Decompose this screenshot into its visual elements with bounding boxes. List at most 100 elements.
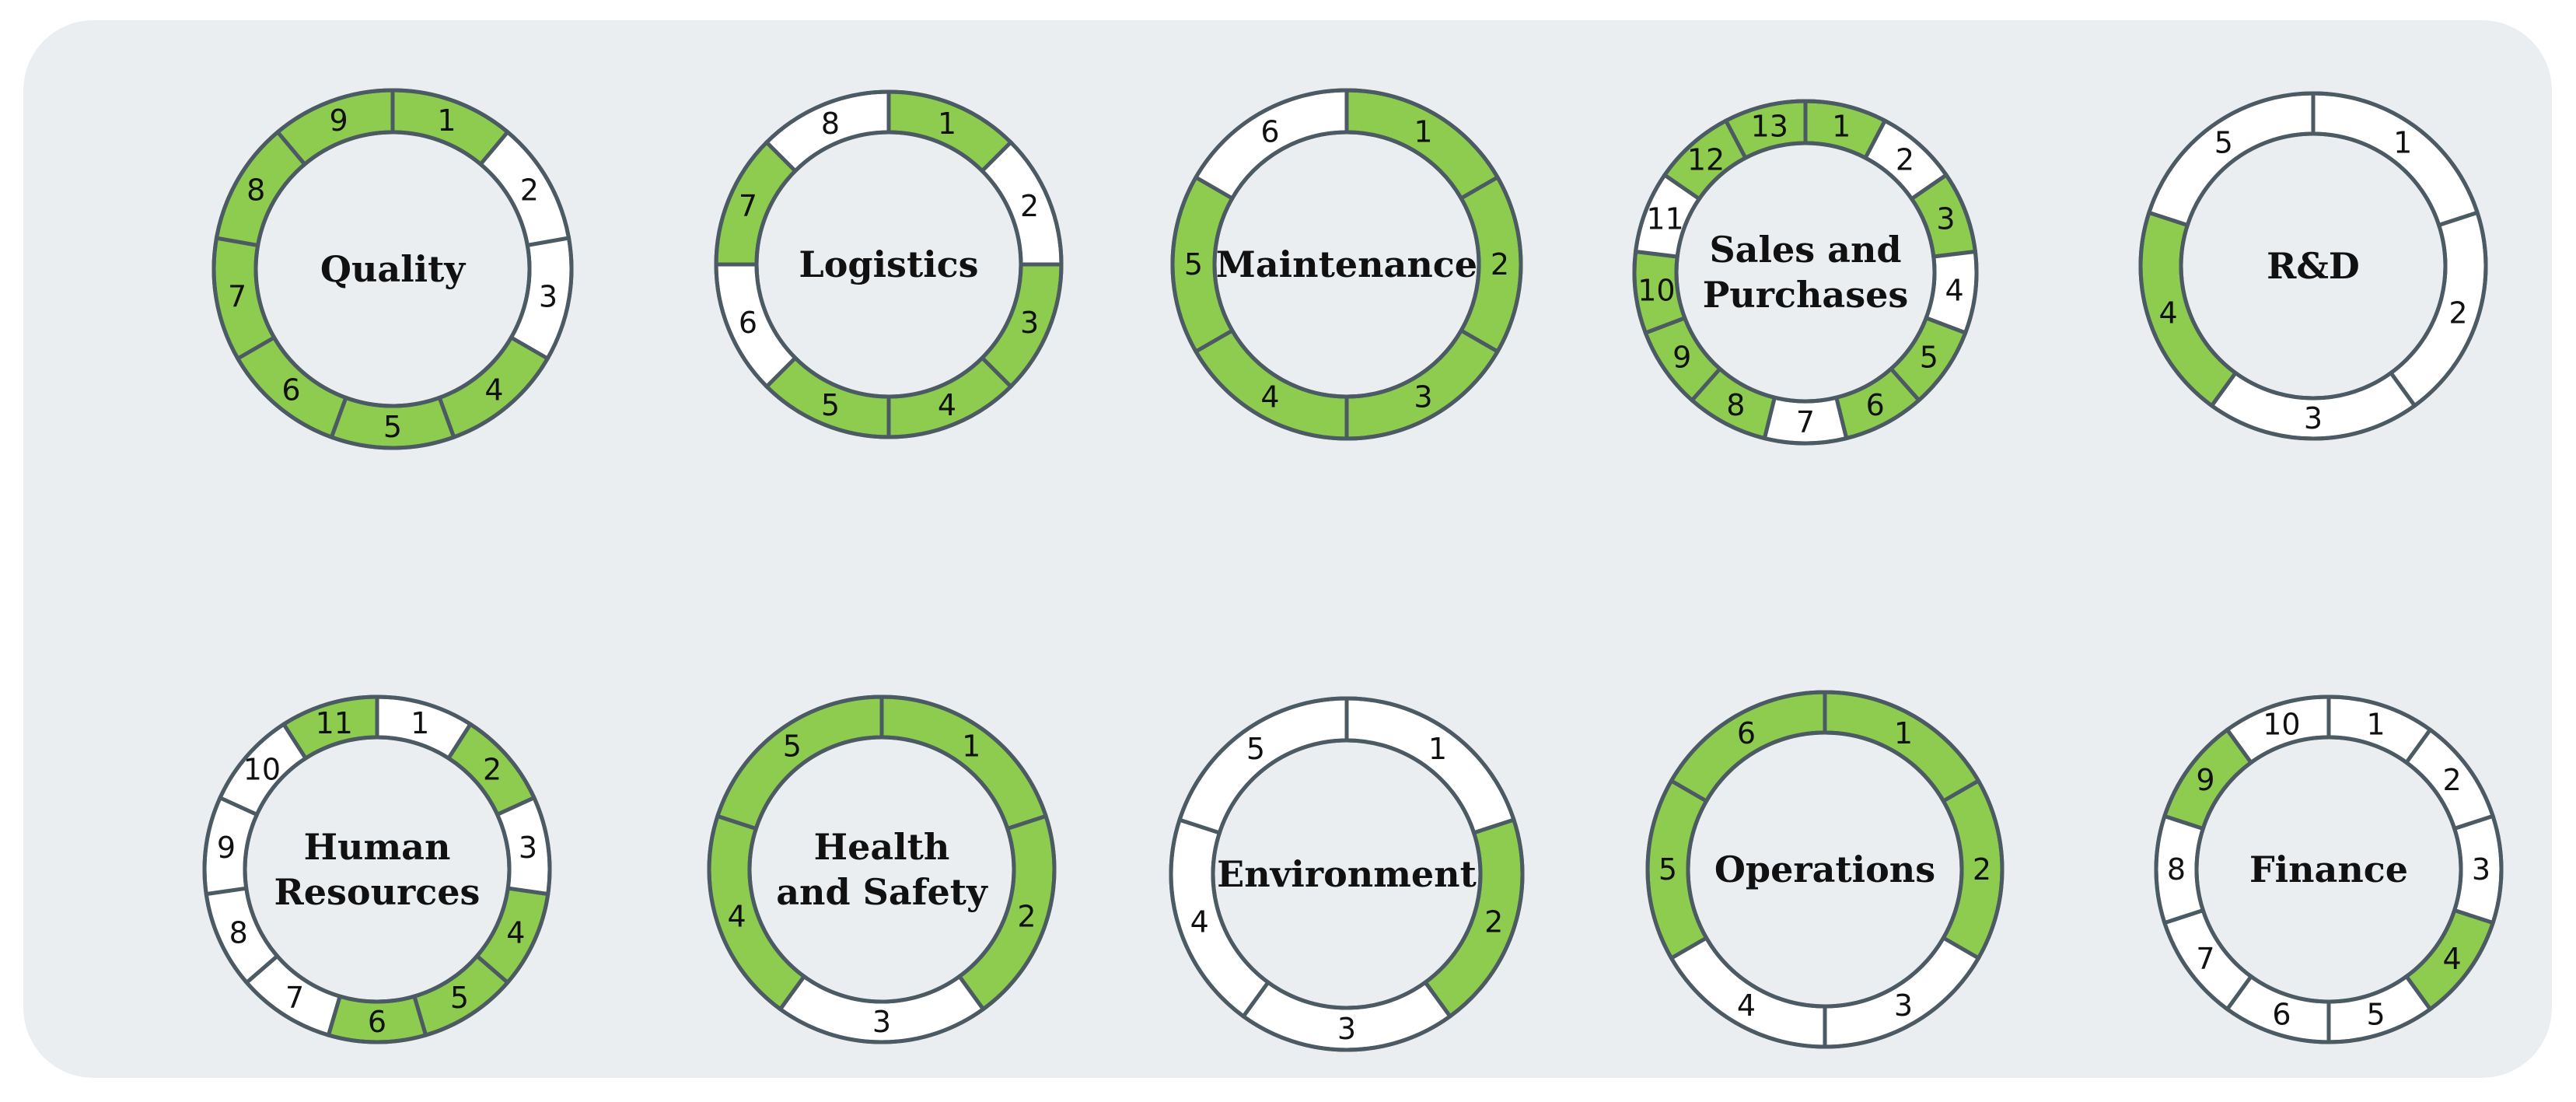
outer-outline-operations bbox=[1645, 690, 2005, 1049]
ring-label-sales-and-purchases-line-2: Purchases bbox=[1703, 274, 1909, 316]
segment-number-finance-4: 4 bbox=[2442, 942, 2461, 976]
segment-number-quality-8: 8 bbox=[246, 173, 265, 208]
segment-number-quality-3: 3 bbox=[539, 279, 557, 313]
segment-number-sales-and-purchases-11: 11 bbox=[1646, 202, 1683, 236]
ring-label-environment: Environment bbox=[1217, 853, 1477, 895]
segment-number-human-resources-3: 3 bbox=[519, 831, 537, 865]
segment-number-logistics-3: 3 bbox=[1020, 306, 1039, 340]
outer-outline-finance bbox=[2154, 694, 2504, 1044]
ring-label-sales-and-purchases-line-1: Sales and bbox=[1709, 229, 1901, 271]
segment-number-sales-and-purchases-8: 8 bbox=[1726, 388, 1745, 422]
segment-number-maintenance-2: 2 bbox=[1491, 247, 1509, 282]
outer-outline-maintenance bbox=[1170, 88, 1523, 441]
segment-number-environment-2: 2 bbox=[1484, 904, 1503, 939]
segment-number-human-resources-8: 8 bbox=[229, 915, 248, 950]
segment-number-finance-7: 7 bbox=[2196, 942, 2214, 976]
ring-label-quality: Quality bbox=[320, 248, 467, 290]
segment-number-randd-3: 3 bbox=[2304, 401, 2323, 436]
segment-number-human-resources-11: 11 bbox=[316, 706, 353, 740]
inner-outline-randd bbox=[2179, 131, 2448, 401]
outer-outline-environment bbox=[1169, 696, 1525, 1052]
segment-number-sales-and-purchases-7: 7 bbox=[1796, 405, 1815, 439]
outer-outline-health-and-safety bbox=[707, 694, 1057, 1044]
segment-number-randd-2: 2 bbox=[2448, 296, 2467, 331]
outer-outline-human-resources bbox=[202, 694, 552, 1044]
ring-label-maintenance: Maintenance bbox=[1216, 243, 1477, 285]
outer-outline-quality bbox=[211, 88, 574, 450]
segment-number-sales-and-purchases-13: 13 bbox=[1751, 110, 1788, 144]
inner-outline-human-resources bbox=[243, 735, 512, 1004]
ring-label-randd: R&D bbox=[2267, 245, 2360, 287]
diagram-panel bbox=[23, 20, 2552, 1078]
inner-outline-quality bbox=[253, 130, 532, 408]
segment-number-randd-1: 1 bbox=[2393, 125, 2412, 159]
segment-number-quality-7: 7 bbox=[228, 279, 246, 313]
segment-number-logistics-5: 5 bbox=[821, 388, 840, 422]
segment-number-sales-and-purchases-3: 3 bbox=[1936, 202, 1955, 236]
segment-number-quality-2: 2 bbox=[520, 173, 539, 208]
inner-outline-logistics bbox=[754, 130, 1023, 399]
ring-label-health-and-safety-line-2: and Safety bbox=[776, 871, 988, 913]
segment-number-sales-and-purchases-2: 2 bbox=[1896, 143, 1914, 177]
segment-number-maintenance-3: 3 bbox=[1414, 380, 1432, 415]
segment-number-human-resources-5: 5 bbox=[450, 981, 469, 1015]
segment-number-human-resources-10: 10 bbox=[243, 753, 281, 787]
segment-number-randd-4: 4 bbox=[2158, 296, 2177, 331]
segment-number-human-resources-7: 7 bbox=[285, 981, 304, 1015]
segment-number-environment-3: 3 bbox=[1337, 1012, 1356, 1046]
ring-label-human-resources-line-1: Human bbox=[304, 826, 451, 868]
segment-number-logistics-4: 4 bbox=[938, 388, 956, 422]
outer-outline-randd bbox=[2138, 91, 2488, 441]
segment-number-logistics-7: 7 bbox=[739, 189, 757, 223]
outer-outline-logistics bbox=[714, 89, 1064, 439]
segment-number-operations-1: 1 bbox=[1894, 716, 1913, 750]
segment-number-finance-5: 5 bbox=[2366, 997, 2385, 1031]
segment-number-operations-6: 6 bbox=[1737, 716, 1756, 750]
inner-outline-health-and-safety bbox=[747, 735, 1016, 1004]
outer-outline-sales-and-purchases bbox=[1632, 99, 1979, 446]
segment-number-environment-5: 5 bbox=[1246, 732, 1265, 766]
segment-number-randd-5: 5 bbox=[2214, 125, 2233, 159]
segment-number-quality-6: 6 bbox=[281, 373, 300, 408]
ring-label-health-and-safety-line-1: Health bbox=[814, 826, 950, 868]
segment-number-finance-1: 1 bbox=[2366, 708, 2385, 742]
segment-number-human-resources-9: 9 bbox=[217, 831, 236, 865]
inner-outline-environment bbox=[1211, 738, 1483, 1010]
segment-number-quality-4: 4 bbox=[484, 373, 503, 408]
segment-number-quality-5: 5 bbox=[383, 410, 402, 444]
segment-number-operations-4: 4 bbox=[1737, 988, 1756, 1023]
segment-number-logistics-6: 6 bbox=[739, 306, 757, 340]
segment-number-sales-and-purchases-5: 5 bbox=[1920, 341, 1938, 375]
ring-label-human-resources-line-2: Resources bbox=[274, 871, 481, 913]
inner-outline-operations bbox=[1686, 730, 1964, 1009]
segment-number-human-resources-4: 4 bbox=[506, 915, 525, 950]
segment-number-logistics-2: 2 bbox=[1020, 189, 1039, 223]
segment-number-health-and-safety-5: 5 bbox=[783, 729, 802, 763]
segment-number-logistics-1: 1 bbox=[938, 107, 956, 141]
segment-number-maintenance-1: 1 bbox=[1414, 114, 1432, 149]
segment-number-sales-and-purchases-6: 6 bbox=[1866, 388, 1885, 422]
segment-number-operations-3: 3 bbox=[1894, 988, 1913, 1023]
ring-randd: 1 2 3 4 5R&D bbox=[2138, 91, 2488, 441]
segment-number-sales-and-purchases-4: 4 bbox=[1945, 273, 1963, 307]
segment-number-human-resources-6: 6 bbox=[368, 1005, 386, 1039]
segment-number-health-and-safety-4: 4 bbox=[727, 900, 746, 934]
segment-number-finance-8: 8 bbox=[2167, 852, 2186, 887]
ring-label-logistics: Logistics bbox=[799, 243, 978, 285]
segment-number-finance-2: 2 bbox=[2442, 763, 2461, 797]
segment-number-health-and-safety-2: 2 bbox=[1017, 900, 1036, 934]
ring-label-finance: Finance bbox=[2249, 848, 2408, 890]
segment-number-environment-1: 1 bbox=[1428, 732, 1447, 766]
segment-number-finance-10: 10 bbox=[2263, 708, 2300, 742]
segment-number-sales-and-purchases-9: 9 bbox=[1672, 341, 1691, 375]
